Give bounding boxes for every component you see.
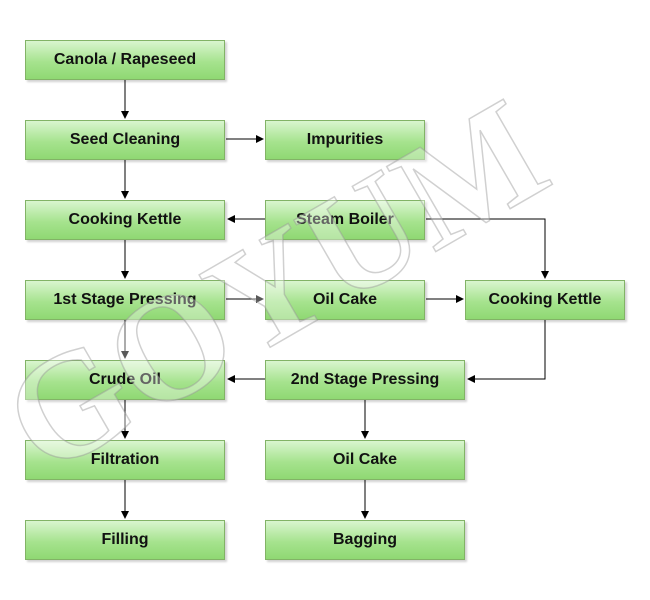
node-first-stage-pressing: 1st Stage Pressing (25, 280, 225, 320)
node-oil-cake-1: Oil Cake (265, 280, 425, 320)
node-second-stage-pressing: 2nd Stage Pressing (265, 360, 465, 400)
node-oil-cake-2: Oil Cake (265, 440, 465, 480)
node-steam-boiler: Steam Boiler (265, 200, 425, 240)
node-cooking-kettle-2: Cooking Kettle (465, 280, 625, 320)
node-cooking-kettle-1: Cooking Kettle (25, 200, 225, 240)
node-seed-cleaning: Seed Cleaning (25, 120, 225, 160)
node-filling: Filling (25, 520, 225, 560)
node-canola-rapeseed: Canola / Rapeseed (25, 40, 225, 80)
arrow-cooking-kettle-2-to-second-stage (467, 320, 546, 383)
node-crude-oil: Crude Oil (25, 360, 225, 400)
arrow-steam-boiler-to-cooking-kettle-2 (426, 218, 549, 279)
node-filtration: Filtration (25, 440, 225, 480)
node-bagging: Bagging (265, 520, 465, 560)
node-impurities: Impurities (265, 120, 425, 160)
